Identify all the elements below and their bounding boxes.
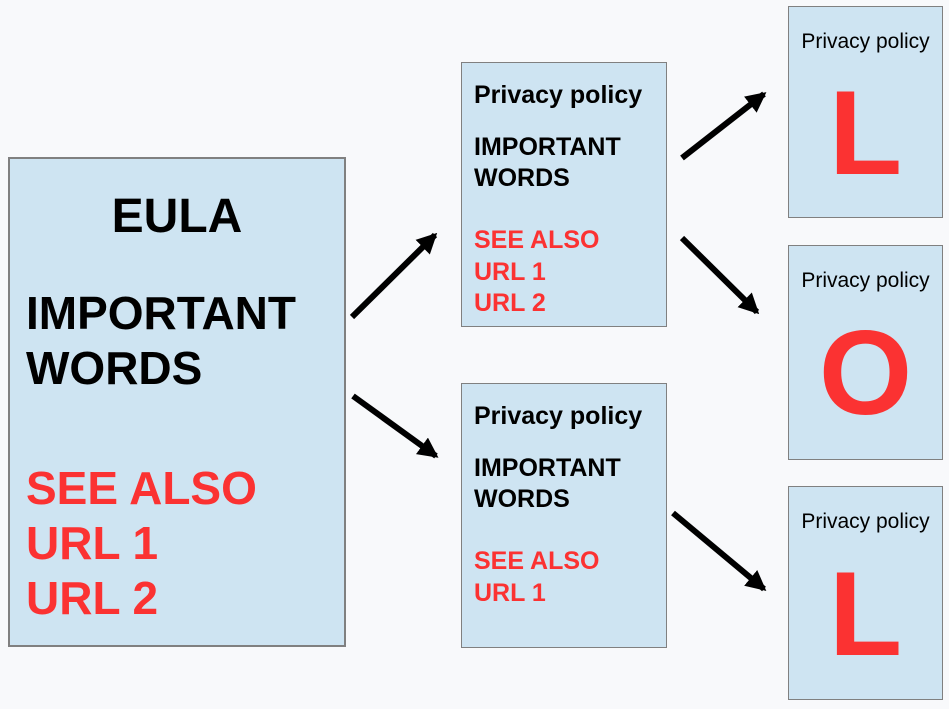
privacy-policy-title: Privacy policy [474, 402, 643, 430]
big-letter-wrap: L [789, 54, 942, 217]
eula-body-line: WORDS [26, 342, 203, 395]
eula-body: IMPORTANT WORDS [26, 286, 328, 396]
see-also-url: URL 1 [474, 257, 546, 286]
eula-title: EULA [111, 190, 243, 243]
see-also-label: SEE ALSO [474, 547, 600, 576]
big-letter-wrap: L [789, 534, 942, 699]
arrow-eula-to-privacy-bottom [351, 393, 439, 459]
privacy-body-line: WORDS [474, 484, 570, 513]
privacy-policy-see-also: SEE ALSO URL 1 URL 2 [474, 225, 654, 320]
see-also-url: URL 1 [26, 516, 159, 569]
see-also-label: SEE ALSO [474, 226, 600, 255]
see-also-url: URL 2 [474, 289, 546, 318]
eula-body-line: IMPORTANT [26, 287, 297, 340]
node-privacy-policy-top: Privacy policy IMPORTANT WORDS SEE ALSO … [461, 62, 667, 327]
privacy-policy-title: Privacy policy [801, 269, 930, 292]
privacy-policy-title: Privacy policy [474, 81, 643, 109]
node-privacy-policy-l1: Privacy policy L [788, 6, 943, 218]
node-eula: EULA IMPORTANT WORDS SEE ALSO URL 1 URL … [8, 157, 346, 647]
arrow-privacy-top-to-lol-2 [679, 235, 760, 315]
big-letter-o: O [818, 306, 913, 441]
privacy-body-line: WORDS [474, 163, 570, 192]
arrow-eula-to-privacy-top [349, 232, 438, 320]
privacy-policy-see-also: SEE ALSO URL 1 [474, 546, 654, 609]
see-also-url: URL 1 [474, 578, 546, 607]
privacy-body-line: IMPORTANT [474, 133, 621, 162]
privacy-policy-body: IMPORTANT WORDS [474, 132, 654, 193]
node-privacy-policy-bottom: Privacy policy IMPORTANT WORDS SEE ALSO … [461, 383, 667, 648]
big-letter-l: L [828, 546, 903, 681]
eula-see-also: SEE ALSO URL 1 URL 2 [26, 461, 328, 627]
big-letter-wrap: O [789, 293, 942, 459]
privacy-policy-title: Privacy policy [801, 510, 930, 533]
arrow-privacy-top-to-lol-1 [680, 91, 767, 161]
arrow-privacy-bottom-to-lol-3 [671, 510, 767, 592]
see-also-url: URL 2 [26, 571, 159, 624]
node-privacy-policy-o: Privacy policy O [788, 245, 943, 460]
privacy-policy-title: Privacy policy [801, 30, 930, 53]
privacy-body-line: IMPORTANT [474, 454, 621, 483]
big-letter-l: L [828, 65, 903, 200]
privacy-policy-body: IMPORTANT WORDS [474, 453, 654, 514]
see-also-label: SEE ALSO [26, 461, 257, 514]
node-privacy-policy-l2: Privacy policy L [788, 486, 943, 700]
